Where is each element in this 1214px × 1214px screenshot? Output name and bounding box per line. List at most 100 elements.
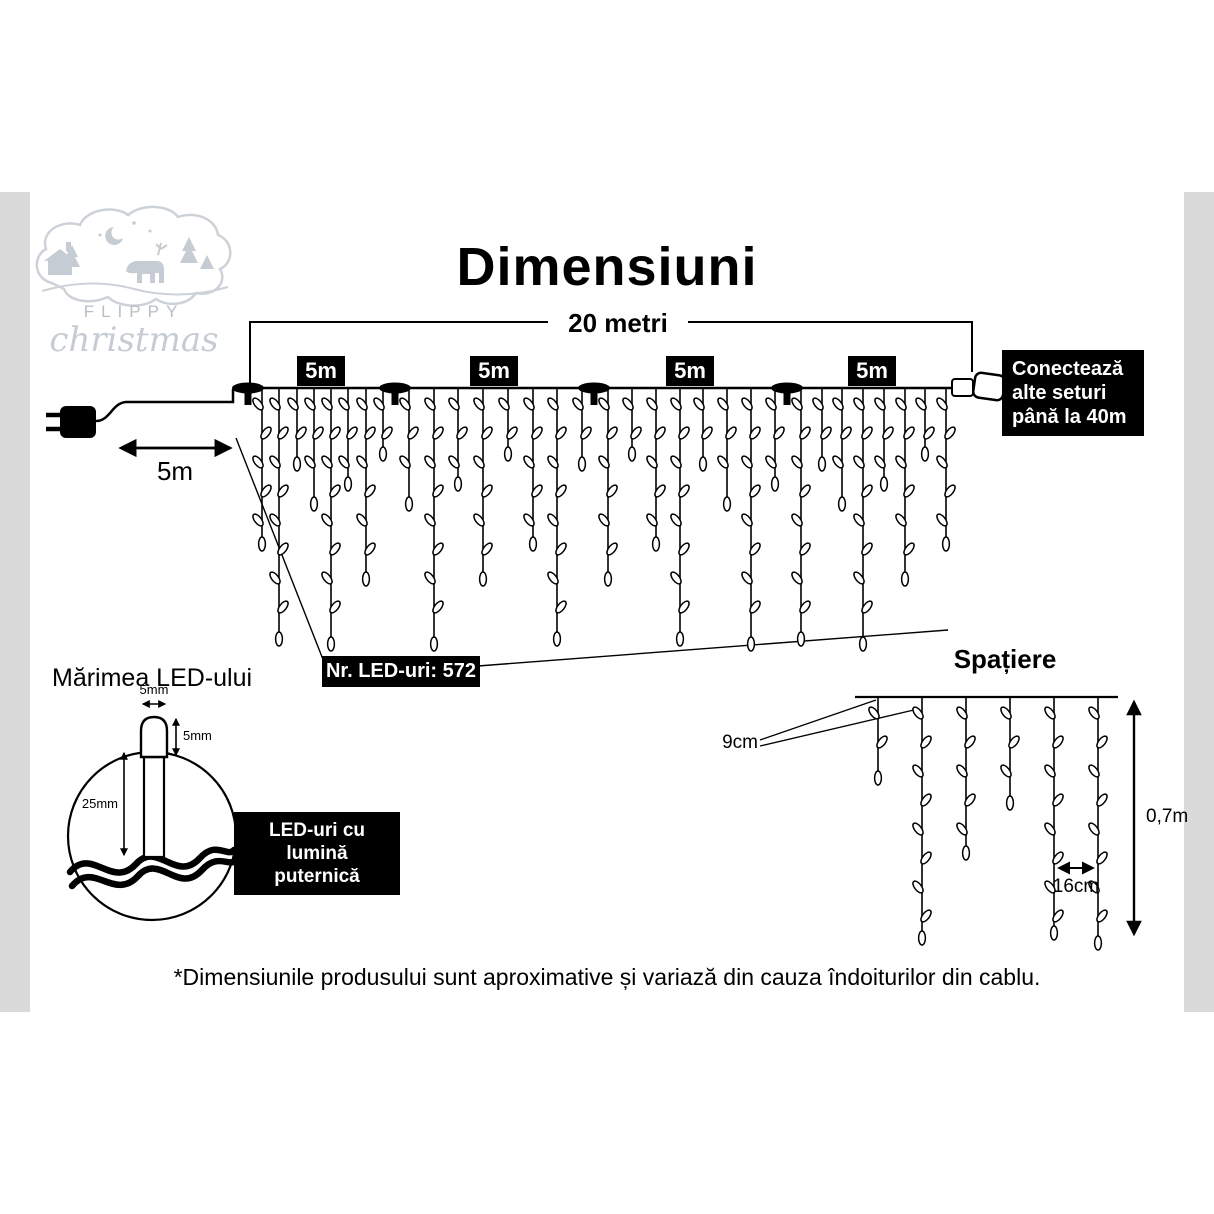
led-bulb-icon — [432, 426, 444, 440]
led-bulb-icon — [399, 455, 411, 469]
led-bulb-icon — [741, 571, 753, 585]
led-bulb-icon — [531, 426, 543, 440]
led-bulb-icon — [749, 542, 761, 556]
led-bulb-icon — [481, 426, 493, 440]
led-bulb-icon — [861, 484, 873, 498]
led-bulb-icon — [895, 455, 907, 469]
left-gutter — [0, 192, 30, 1012]
led-bulb-icon — [478, 571, 488, 587]
led-bulb-icon — [840, 426, 852, 440]
light-drop — [832, 388, 852, 512]
led-bulb-icon — [506, 426, 518, 440]
led-bulb-icon — [555, 484, 567, 498]
led-bulb-icon — [523, 455, 535, 469]
led-bulb-icon — [473, 397, 485, 411]
led-bulb-icon — [252, 397, 264, 411]
light-drop — [498, 388, 518, 462]
right-gutter — [1184, 192, 1214, 1012]
led-bulb-icon — [832, 455, 844, 469]
wire-connector — [578, 382, 610, 405]
led-size-heading: Mărimea LED-ului — [52, 664, 253, 692]
led-bulb-icon — [799, 484, 811, 498]
light-drop — [547, 388, 567, 647]
led-bulb-icon — [670, 513, 682, 527]
led-bulb-icon — [269, 513, 281, 527]
led-bulb-icon — [481, 542, 493, 556]
light-drop — [765, 388, 785, 492]
led-bulb-icon — [791, 571, 803, 585]
led-bulb-icon — [861, 542, 873, 556]
light-drop — [1000, 697, 1020, 811]
led-bulb-icon — [603, 571, 613, 587]
led-bulb-icon — [900, 571, 910, 587]
led-bulb-icon — [858, 636, 868, 652]
led-bulb-icon — [936, 455, 948, 469]
led-bulb-icon — [936, 397, 948, 411]
light-drop — [399, 388, 419, 512]
led-bulb-icon — [912, 764, 924, 778]
led-bulb-icon — [321, 455, 333, 469]
led-bulb-icon — [941, 536, 951, 552]
led-bulb-icon — [555, 600, 567, 614]
deer-icon — [126, 261, 164, 283]
led-bulb-icon — [920, 851, 932, 865]
led-bulb-icon — [622, 397, 634, 411]
light-drop — [868, 697, 888, 786]
drop-gap-label: 9cm — [722, 732, 758, 753]
led-bulb-icon — [448, 455, 460, 469]
led-bulb-icon — [531, 484, 543, 498]
lead-length-label: 5m — [156, 456, 194, 486]
segment-length-badge: 5m — [848, 356, 896, 386]
led-bulb-icon — [678, 484, 690, 498]
led-bulb-icon — [1000, 706, 1012, 720]
led-bulb-icon — [964, 793, 976, 807]
led-bulb-icon — [381, 426, 393, 440]
led-bulb-icon — [269, 571, 281, 585]
light-drop — [956, 697, 976, 861]
light-drop — [356, 388, 376, 587]
led-bulb-icon — [503, 446, 513, 462]
led-bulb-icon — [903, 426, 915, 440]
led-cap — [139, 715, 169, 759]
led-bulb-icon — [252, 513, 264, 527]
led-bulb-icon — [424, 513, 436, 527]
led-bulb-icon — [329, 426, 341, 440]
led-bulb-icon — [1005, 795, 1015, 811]
led-bulb-icon — [915, 397, 927, 411]
led-bulb-icon — [1096, 851, 1108, 865]
led-bulb-icon — [1088, 880, 1100, 894]
led-bulb-icon — [765, 397, 777, 411]
led-bulb-icon — [741, 513, 753, 527]
led-bulb-icon — [920, 793, 932, 807]
led-bulb-icon — [1096, 909, 1108, 923]
led-bulb-icon — [961, 845, 971, 861]
led-bulb-icon — [944, 484, 956, 498]
led-bulb-icon — [646, 397, 658, 411]
led-bulb-icon — [868, 706, 880, 720]
led-bulb-icon — [725, 426, 737, 440]
led-bulb-icon — [1044, 764, 1056, 778]
led-bulb-icon — [295, 426, 307, 440]
led-bulb-icon — [698, 456, 708, 472]
led-bulb-icon — [895, 397, 907, 411]
led-bulb-icon — [547, 571, 559, 585]
led-bulb-icon — [920, 446, 930, 462]
led-bulb-icon — [429, 636, 439, 652]
star-icon — [148, 229, 152, 233]
led-bulb-icon — [876, 735, 888, 749]
led-length-label: 25mm — [81, 796, 118, 811]
led-bulb-icon — [321, 571, 333, 585]
led-bulb-icon — [678, 542, 690, 556]
led-bulb-icon — [277, 426, 289, 440]
led-bulb-icon — [654, 426, 666, 440]
led-bulb-icon — [1093, 935, 1103, 951]
led-bulb-icon — [252, 455, 264, 469]
pair-gap-label: 16cm — [1052, 876, 1100, 897]
spacing-heading: Spațiere — [953, 644, 1057, 674]
light-drop — [321, 388, 341, 652]
star-icon — [132, 221, 136, 225]
led-bulb-icon — [498, 397, 510, 411]
led-bulb-icon — [547, 513, 559, 527]
led-bulb-icon — [424, 397, 436, 411]
